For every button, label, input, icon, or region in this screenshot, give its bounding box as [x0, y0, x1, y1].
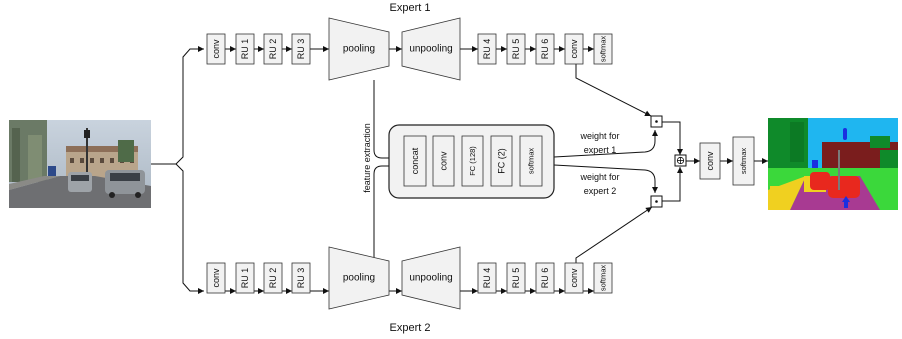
expert2-ru-4-label: RU 4 [482, 268, 492, 289]
expert2-pooling-block-label: pooling [343, 273, 375, 284]
expert1-ru-5-block: RU 5 [506, 33, 526, 65]
gating-fc-2-label: FC (2) [497, 148, 507, 174]
expert1-title: Expert 1 [390, 2, 431, 14]
weight1-line1: weight for [579, 131, 619, 141]
fusion-softmax-label: softmax [739, 148, 748, 175]
expert2-softmax-label: softmax [599, 265, 608, 292]
expert2-ru-1-block: RU 1 [235, 262, 255, 294]
fusion-softmax-block: softmax [732, 136, 755, 186]
expert1-softmax-block: softmax [593, 33, 613, 65]
expert1-ru-1-block: RU 1 [235, 33, 255, 65]
expert2-conv-block: conv [564, 262, 584, 294]
gating-softmax-label: softmax [527, 148, 536, 175]
expert1-conv-block: conv [564, 33, 584, 65]
expert1-ru-3-block: RU 3 [291, 33, 311, 65]
expert1-conv-block: conv [206, 33, 226, 65]
gating-concat-label: concat [410, 147, 420, 174]
expert1-ru-3-label: RU 3 [296, 39, 306, 60]
connections [151, 46, 768, 294]
expert1-ru-5-label: RU 5 [511, 39, 521, 60]
expert2-ru-3-block: RU 3 [291, 262, 311, 294]
expert2-unpooling-block-label: unpooling [409, 273, 452, 284]
gating-conv-block: conv [432, 135, 455, 187]
expert2-pooling-block: pooling [328, 246, 390, 310]
gating-concat-block: concat [403, 135, 427, 187]
input-street-image [9, 120, 151, 208]
expert1-ru-6-label: RU 6 [540, 39, 550, 60]
network-blocks: conv RU 1 RU 2 RU 3 RU 4 RU 5 RU 6 conv softmax p… [206, 17, 755, 310]
weight1-line2: expert 1 [584, 145, 617, 155]
weight2-line1: weight for [579, 172, 619, 182]
expert2-ru-5-label: RU 5 [511, 268, 521, 289]
expert2-ru-2-block: RU 2 [263, 262, 283, 294]
gating-fc-128-label: FC (128) [468, 146, 477, 176]
weight2-line2: expert 2 [584, 186, 617, 196]
expert1-pooling-block: pooling [328, 17, 390, 81]
expert1-unpooling-block: unpooling [401, 17, 461, 81]
expert2-conv-block: conv [206, 262, 226, 294]
expert2-ru-5-block: RU 5 [506, 262, 526, 294]
expert2-ru-6-block: RU 6 [535, 262, 555, 294]
fusion-conv-block: conv [699, 142, 721, 180]
expert1-ru-2-block: RU 2 [263, 33, 283, 65]
expert1-ru-4-label: RU 4 [482, 39, 492, 60]
expert2-unpooling-block: unpooling [401, 246, 461, 310]
expert2-title: Expert 2 [390, 322, 431, 334]
expert1-softmax-label: softmax [599, 36, 608, 63]
expert2-conv-label: conv [211, 268, 221, 288]
output-segmentation-map [768, 118, 898, 210]
expert2-ru-3-label: RU 3 [296, 268, 306, 289]
gating-fc-128-block: FC (128) [461, 135, 484, 187]
fusion-conv-label: conv [705, 151, 715, 171]
expert1-ru-6-block: RU 6 [535, 33, 555, 65]
expert2-softmax-block: softmax [593, 262, 613, 294]
expert1-ru-1-label: RU 1 [240, 39, 250, 60]
gating-softmax-block: softmax [519, 135, 543, 187]
expert2-ru-1-label: RU 1 [240, 268, 250, 289]
gating-conv-label: conv [439, 151, 449, 171]
expert1-ru-4-block: RU 4 [477, 33, 497, 65]
expert2-conv-label: conv [569, 268, 579, 288]
expert1-conv-label: conv [211, 39, 221, 59]
expert1-ru-2-label: RU 2 [268, 39, 278, 60]
expert1-conv-label: conv [569, 39, 579, 59]
expert1-pooling-block-label: pooling [343, 44, 375, 55]
gating-blocks: concat conv FC (128) FC (2) softmax [403, 135, 543, 187]
expert1-unpooling-block-label: unpooling [409, 44, 452, 55]
feature-extraction-label: feature extraction [362, 123, 372, 193]
multiply-dot-icon [655, 120, 658, 123]
gating-fc-2-block: FC (2) [490, 135, 513, 187]
expert2-ru-4-block: RU 4 [477, 262, 497, 294]
expert2-ru-2-label: RU 2 [268, 268, 278, 289]
multiply-dot-icon [655, 200, 658, 203]
expert2-ru-6-label: RU 6 [540, 268, 550, 289]
